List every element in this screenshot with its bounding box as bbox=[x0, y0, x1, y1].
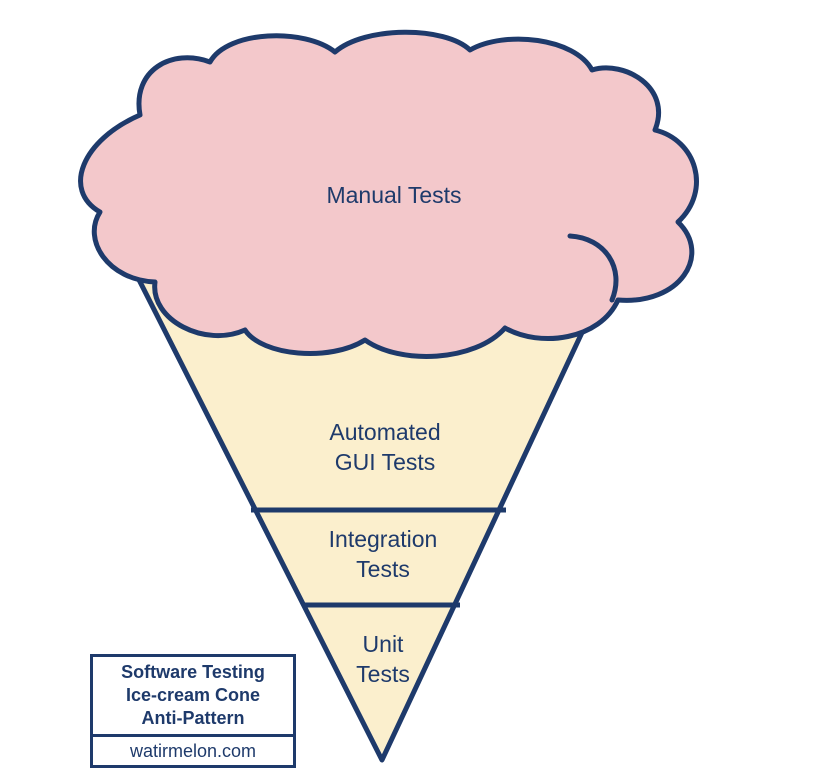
caption-box: Software Testing Ice-cream Cone Anti-Pat… bbox=[90, 654, 296, 768]
unit-tests-label-line1: Unit bbox=[363, 631, 405, 657]
automated-gui-tests-label-line2: GUI Tests bbox=[335, 449, 436, 475]
manual-tests-label: Manual Tests bbox=[326, 182, 461, 208]
cloud-shape bbox=[78, 29, 699, 359]
caption-title-line3: Anti-Pattern bbox=[141, 708, 245, 728]
integration-tests-label-line1: Integration bbox=[329, 526, 438, 552]
caption-title-line1: Software Testing bbox=[121, 662, 265, 682]
caption-title: Software Testing Ice-cream Cone Anti-Pat… bbox=[93, 657, 293, 737]
caption-title-line2: Ice-cream Cone bbox=[125, 685, 261, 705]
caption-site: watirmelon.com bbox=[129, 740, 257, 761]
unit-tests-label-line2: Tests bbox=[356, 661, 410, 687]
automated-gui-tests-label-line1: Automated bbox=[329, 419, 440, 445]
integration-tests-label-line2: Tests bbox=[356, 556, 410, 582]
cloud-crease bbox=[567, 233, 619, 303]
